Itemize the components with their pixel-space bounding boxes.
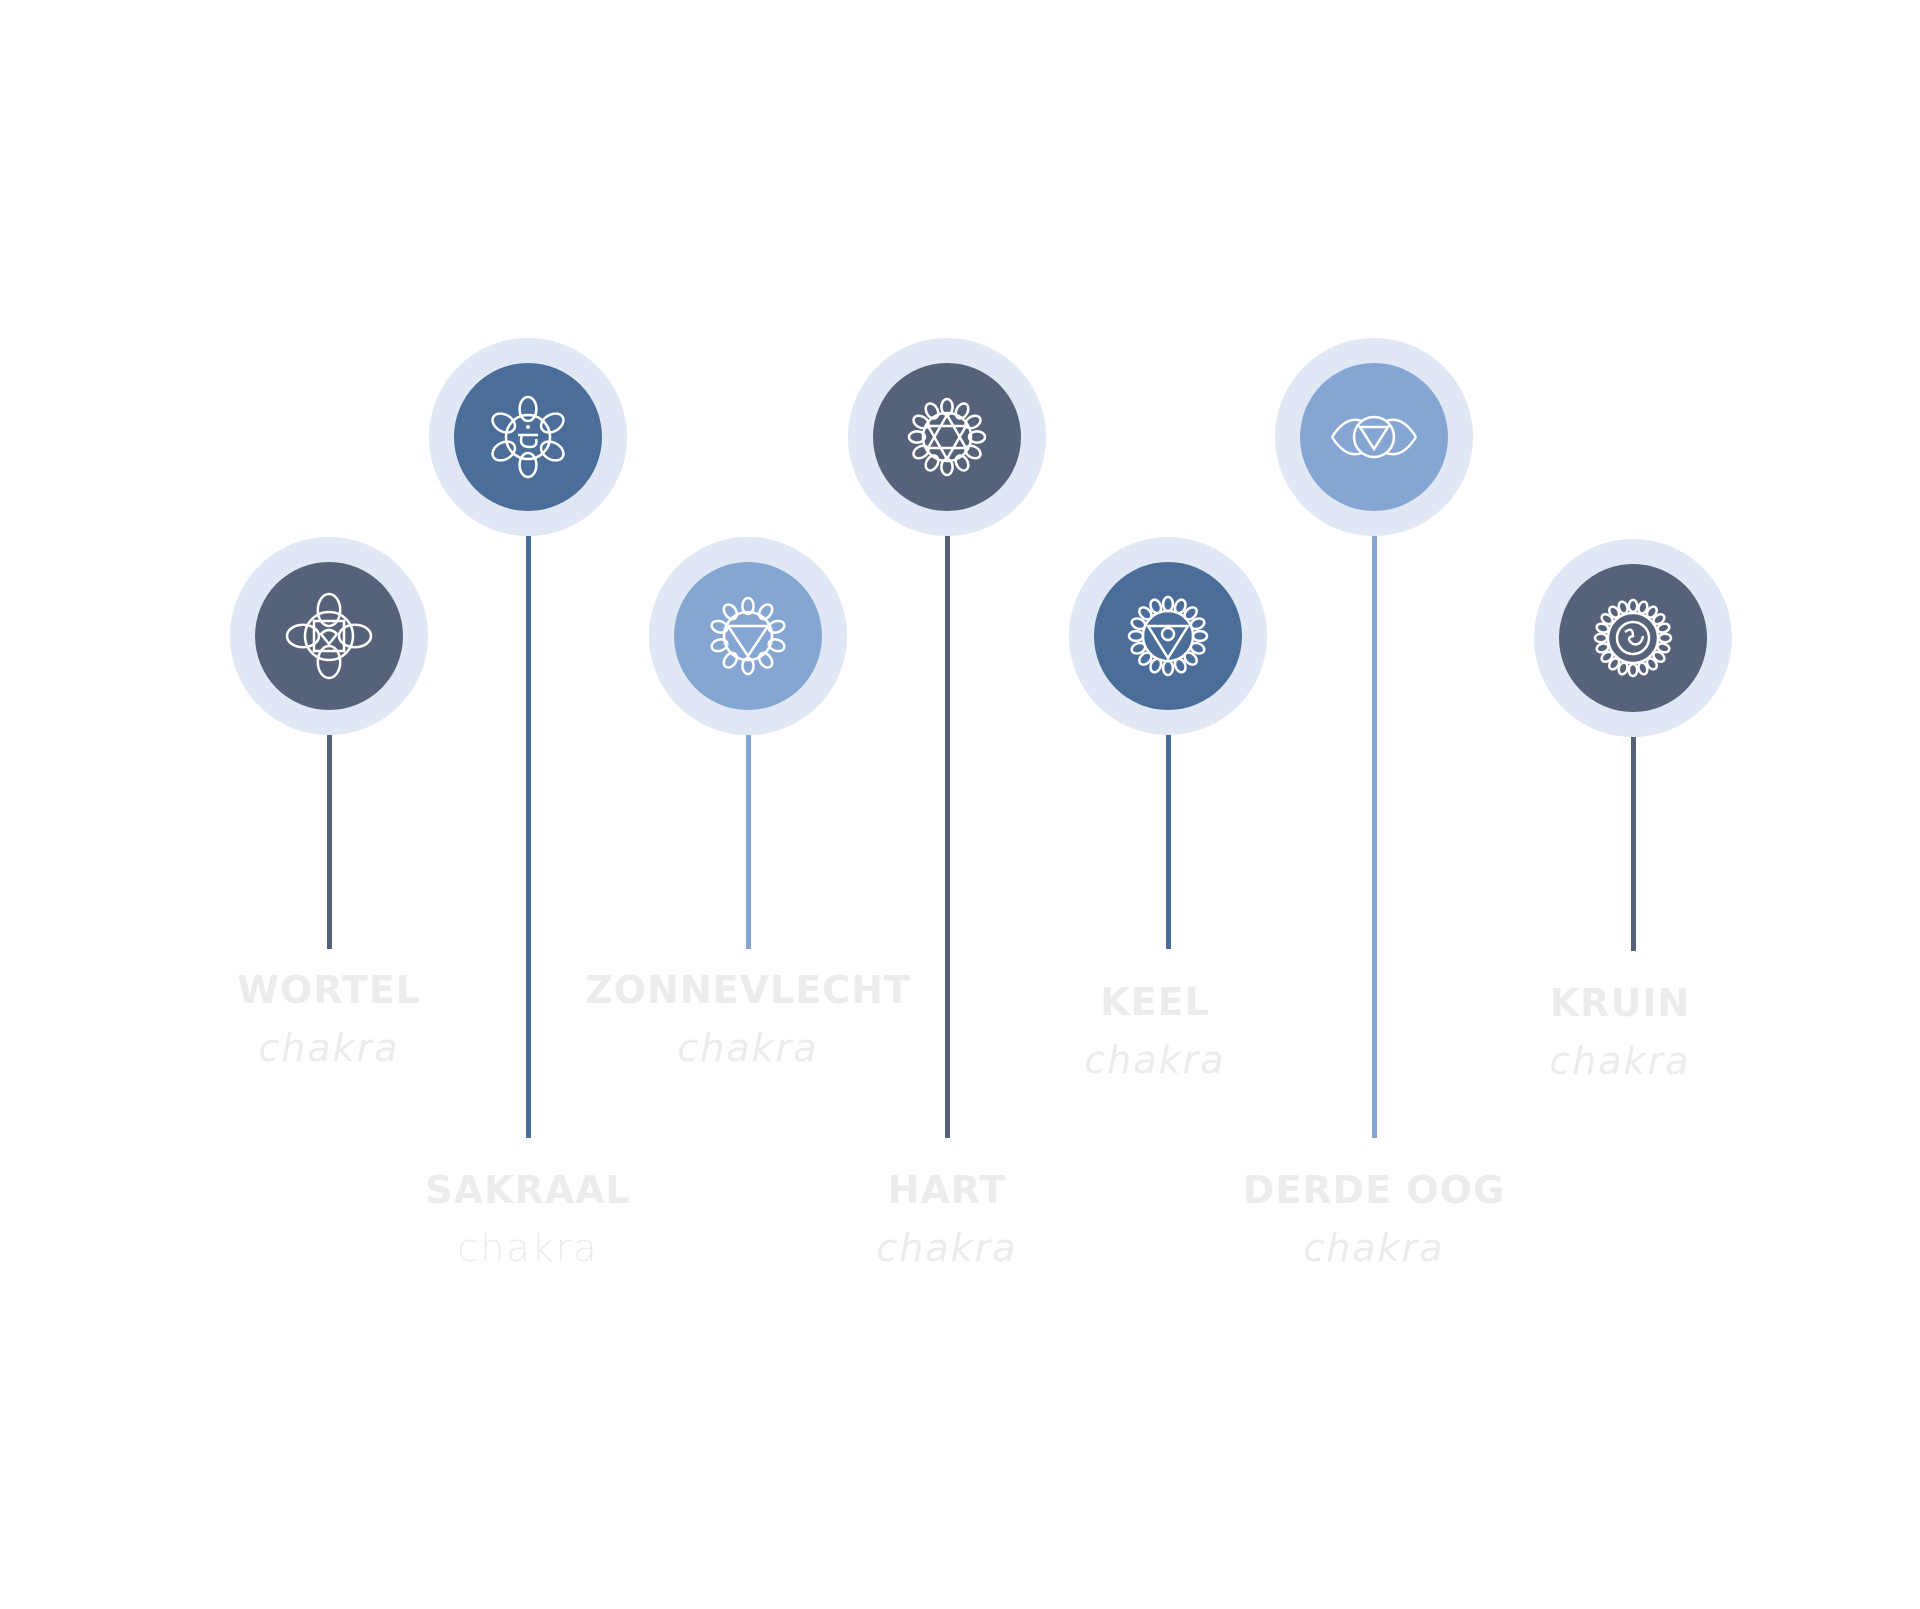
chakra-node [1069, 537, 1267, 735]
chakra-label: HART chakra [747, 1168, 1147, 1270]
chakra-node [1275, 338, 1473, 536]
chakra-subtitle: chakra [258, 1026, 400, 1070]
chakra-label: KEEL chakra [955, 980, 1355, 1082]
chakra-badge [454, 363, 602, 511]
chakra-name: SAKRAAL [425, 1168, 631, 1212]
chakra-badge [255, 562, 403, 710]
connector-line [1371, 536, 1377, 1138]
chakra-subtitle: chakra [1549, 1039, 1691, 1083]
connector-line [745, 735, 751, 949]
chakra-badge [1094, 562, 1242, 710]
chakra-node [1534, 539, 1732, 737]
connector-line [944, 536, 950, 1138]
chakra-subtitle: chakra [457, 1226, 599, 1270]
chakra-subtitle: chakra [1303, 1226, 1445, 1270]
chakra-node [848, 338, 1046, 536]
chakra-label: WORTEL chakra [129, 968, 529, 1070]
chakra-badge [1300, 363, 1448, 511]
connector-line [1630, 737, 1636, 951]
chakra-name: KEEL [1100, 980, 1210, 1024]
sacral-chakra-icon [491, 395, 565, 479]
chakra-subtitle: chakra [1084, 1038, 1226, 1082]
chakra-name: KRUIN [1549, 981, 1691, 1025]
solar-plexus-chakra-icon [710, 596, 786, 676]
throat-chakra-icon [1127, 595, 1209, 677]
connector-line [326, 735, 332, 949]
chakra-name: DERDE OOG [1242, 1168, 1506, 1212]
chakra-label: DERDE OOG chakra [1174, 1168, 1574, 1270]
chakra-label: SAKRAAL chakra [328, 1168, 728, 1270]
connector-line [1165, 735, 1171, 949]
chakra-node [230, 537, 428, 735]
root-chakra-icon [285, 592, 373, 680]
chakra-label: KRUIN chakra [1420, 981, 1820, 1083]
chakra-name: ZONNEVLECHT [585, 968, 911, 1012]
chakra-subtitle: chakra [677, 1026, 819, 1070]
crown-chakra-icon [1593, 598, 1673, 678]
chakra-badge [674, 562, 822, 710]
chakra-node [429, 338, 627, 536]
chakra-subtitle: chakra [876, 1226, 1018, 1270]
third-eye-chakra-icon [1330, 415, 1418, 459]
chakra-name: HART [887, 1168, 1007, 1212]
heart-chakra-icon [907, 397, 987, 477]
chakra-node [649, 537, 847, 735]
connector-line [525, 536, 531, 1138]
chakra-label: ZONNEVLECHT chakra [548, 968, 948, 1070]
chakra-badge [873, 363, 1021, 511]
chakra-badge [1559, 564, 1707, 712]
chakra-name: WORTEL [237, 968, 421, 1012]
